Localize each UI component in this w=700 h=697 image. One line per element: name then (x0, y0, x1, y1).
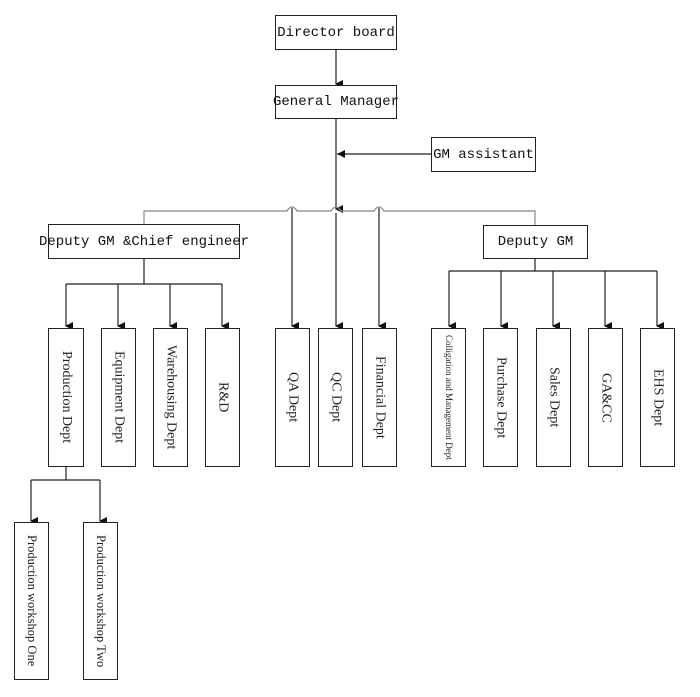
gm-assistant-label: GM assistant (433, 146, 534, 163)
production-workshop-one-box: Production workshop One (14, 522, 49, 680)
main-bus (143, 206, 536, 225)
director-board-label: Director board (277, 24, 395, 41)
sales-dept-label: Sales Dept (546, 367, 562, 428)
rnd-dept-label: R&D (215, 382, 231, 413)
rnd-dept-box: R&D (205, 328, 240, 467)
colligation-management-dept-box: Colligation and Management Dept (431, 328, 466, 467)
general-manager-box: General Manager (272, 85, 400, 119)
warehousing-dept-box: Warehousing Dept (153, 328, 188, 467)
production-workshop-one-label: Production workshop One (25, 535, 39, 667)
financial-dept-box: Financial Dept (362, 328, 397, 467)
purchase-dept-label: Purchase Dept (493, 356, 509, 439)
general-manager-label: General Manager (272, 94, 400, 110)
warehousing-dept-label: Warehousing Dept (163, 345, 179, 450)
ga-cc-dept-box: GA&CC (588, 328, 623, 467)
deputy-gm-chief-engineer-box: Deputy GM &Chief engineer (39, 224, 249, 259)
qa-dept-label: QA Dept (285, 372, 301, 423)
colligation-management-dept-label: Colligation and Management Dept (444, 335, 454, 460)
production-dept-box: Production Dept (48, 328, 84, 467)
production-workshop-two-label: Production workshop Two (94, 534, 108, 668)
production-workshop-two-box: Production workshop Two (83, 522, 118, 680)
ehs-dept-label: EHS Dept (650, 368, 666, 427)
equipment-dept-label: Equipment Dept (111, 351, 127, 444)
deputy-gm-label: Deputy GM (497, 234, 574, 250)
director-board-box: Director board (275, 15, 397, 50)
production-dept-label: Production Dept (59, 351, 74, 444)
sales-dept-box: Sales Dept (536, 328, 571, 467)
deputy-gm-chief-engineer-label: Deputy GM &Chief engineer (38, 233, 250, 250)
ga-cc-dept-label: GA&CC (598, 372, 614, 423)
equipment-dept-box: Equipment Dept (101, 328, 136, 467)
gm-assistant-box: GM assistant (431, 137, 536, 172)
deputy-gm-box: Deputy GM (483, 225, 588, 259)
qc-dept-box: QC Dept (318, 328, 353, 467)
qc-dept-label: QC Dept (328, 372, 344, 423)
ehs-dept-box: EHS Dept (640, 328, 675, 467)
qa-dept-box: QA Dept (275, 328, 310, 467)
purchase-dept-box: Purchase Dept (483, 328, 518, 467)
financial-dept-label: Financial Dept (372, 356, 388, 439)
